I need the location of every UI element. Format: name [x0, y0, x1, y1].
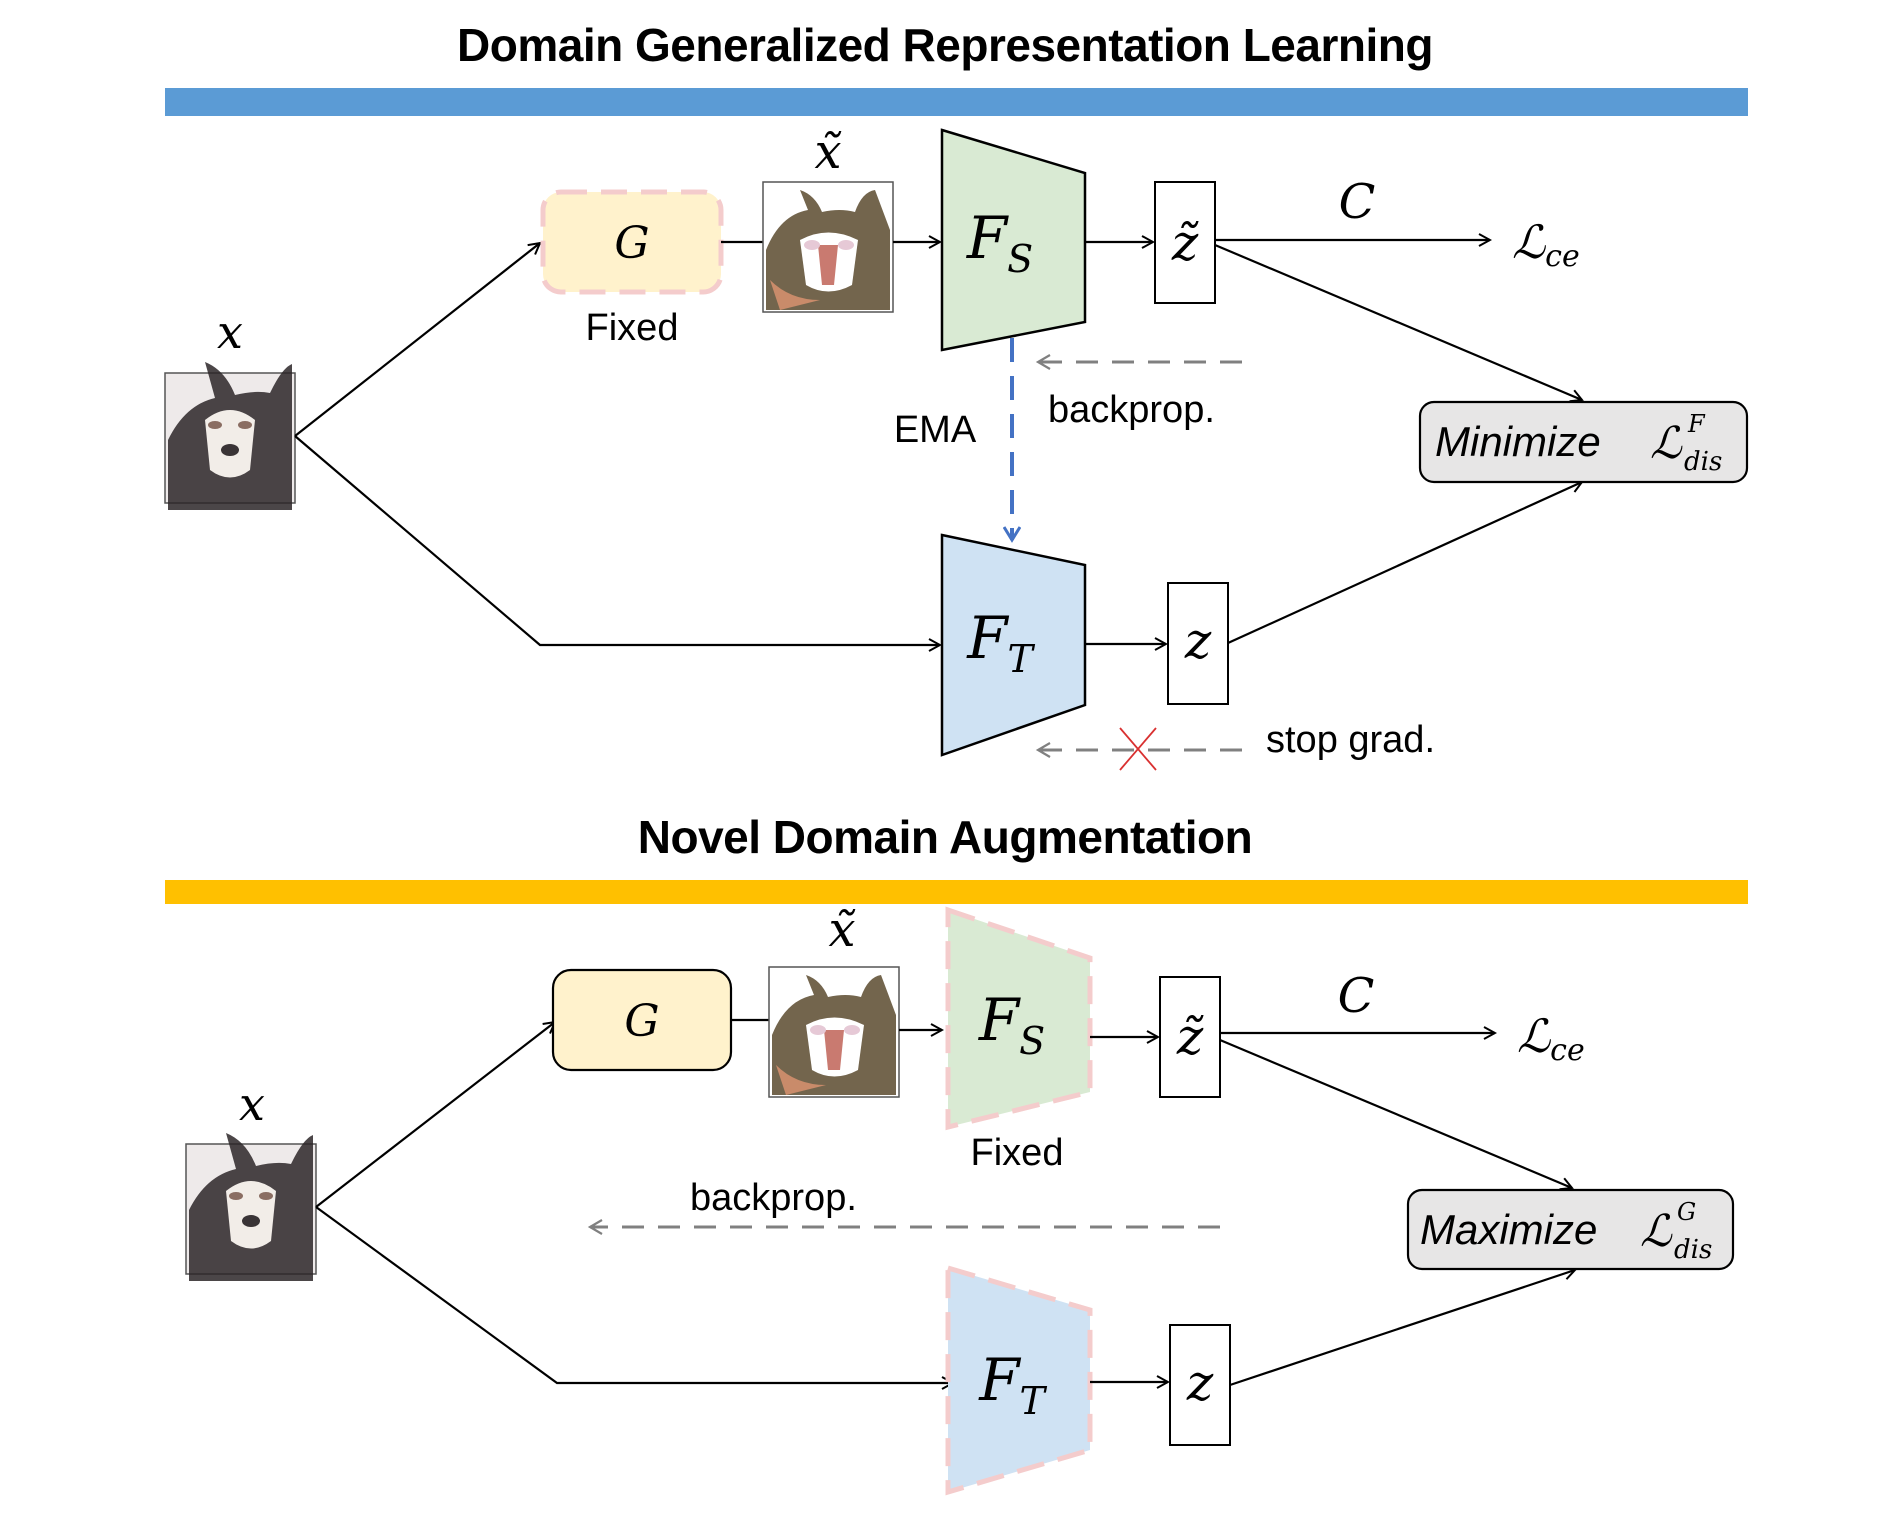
input-image-dog-2 [185, 1133, 317, 1281]
objective-maximize-sub: dis [1674, 1235, 1712, 1265]
aug-x-label-2: x̃ [828, 902, 855, 958]
objective-minimize-loss: ℒ [1650, 418, 1683, 469]
edge-z-to-objective [1227, 482, 1582, 645]
edge-z-to-objective-2 [1229, 1270, 1575, 1387]
ztilde-box [1154, 181, 1216, 304]
teacher-encoder-ft [940, 533, 1087, 757]
student-encoder-label: FS [966, 204, 1033, 281]
section-title-dgrl: Domain Generalized Representation Learni… [457, 19, 1433, 71]
student-encoder-fs [940, 128, 1087, 352]
section-bar-nda [165, 880, 1748, 904]
edge-ztilde-to-objective-2 [1219, 1038, 1572, 1188]
augmented-image-dog-2 [768, 966, 900, 1098]
loss-ce: ℒce [1512, 215, 1580, 274]
z-label: z [1184, 612, 1212, 670]
teacher-encoder-label-2: FT [978, 1346, 1047, 1423]
backprop-label-top: backprop. [1048, 389, 1215, 431]
section-title-nda: Novel Domain Augmentation [637, 811, 1253, 863]
objective-maximize-loss: ℒ [1640, 1206, 1673, 1257]
section-bar-dgrl [165, 88, 1748, 116]
edge-x-to-ft [294, 435, 940, 645]
generator-label-2: G [624, 996, 659, 1047]
edge-x-to-g-2 [315, 1022, 555, 1208]
section-dgrl: x G Fixed x̃ F [164, 124, 1749, 771]
student-encoder-fs-fixed [945, 906, 1093, 1131]
input-x-label: x [217, 305, 243, 359]
ema-label: EMA [894, 409, 977, 451]
objective-minimize-box [1418, 400, 1749, 484]
objective-maximize-sup: G [1677, 1198, 1696, 1226]
classifier-label-2: C [1338, 968, 1375, 1024]
student-fixed-note: Fixed [971, 1132, 1064, 1174]
generator-fixed-note: Fixed [586, 307, 679, 349]
classifier-label: C [1339, 174, 1376, 230]
objective-maximize-box [1406, 1188, 1735, 1271]
stopgrad-label: stop grad. [1266, 719, 1435, 761]
z-label-2: z [1186, 1354, 1214, 1412]
section-nda: x G x̃ FS Fixed [185, 902, 1735, 1496]
student-encoder-label-2: FS [978, 986, 1045, 1063]
stop-cross-icon [1119, 727, 1157, 771]
aug-x-label: x̃ [814, 124, 841, 180]
edge-x-to-ft-2 [315, 1206, 953, 1383]
teacher-encoder-label: FT [966, 604, 1035, 681]
edge-x-to-g [294, 243, 540, 437]
input-image-dog [164, 362, 296, 510]
objective-minimize-sup: F [1687, 410, 1706, 438]
objective-minimize-sub: dis [1684, 447, 1722, 477]
objective-maximize-verb: Maximize [1420, 1206, 1597, 1253]
ztilde-label: z̃ [1171, 214, 1199, 272]
teacher-encoder-ft-fixed [945, 1264, 1093, 1496]
generator-label: G [614, 218, 649, 269]
z-box [1167, 582, 1229, 705]
backprop-label-bottom: backprop. [690, 1177, 857, 1219]
augmented-image-dog [762, 181, 894, 313]
ztilde-box-2 [1159, 976, 1221, 1098]
objective-minimize-verb: Minimize [1435, 418, 1601, 465]
input-x-label-2: x [239, 1077, 265, 1131]
loss-ce-2: ℒce [1517, 1009, 1585, 1068]
ztilde-label-2: z̃ [1176, 1008, 1204, 1066]
edge-ztilde-to-objective [1214, 243, 1582, 400]
